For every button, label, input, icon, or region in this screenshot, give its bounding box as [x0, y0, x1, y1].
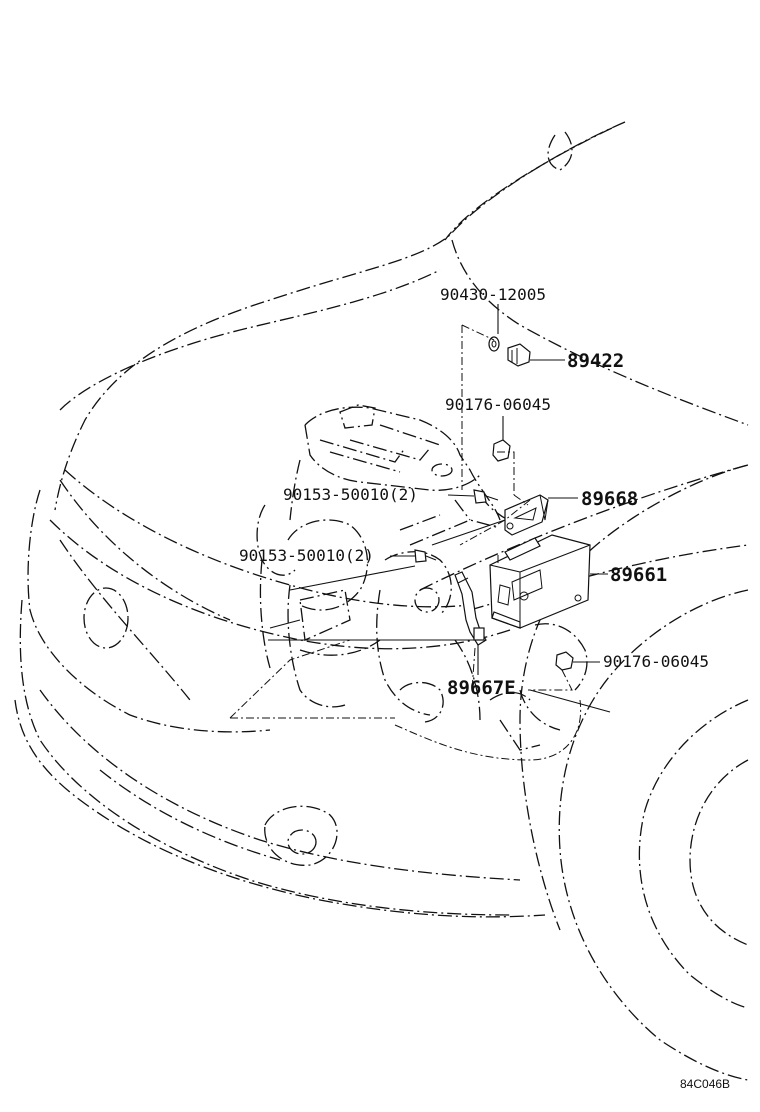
label-89661: 89661 — [610, 564, 667, 586]
label-89422: 89422 — [567, 350, 624, 372]
engine-ecu — [489, 534, 591, 629]
label-90430-12005: 90430-12005 — [440, 285, 546, 304]
ecu-bracket — [504, 494, 549, 536]
wiring-89667E — [454, 571, 487, 646]
sensor-89422 — [488, 336, 531, 367]
car-body-outline — [14, 121, 749, 1081]
engine-block — [256, 404, 588, 751]
label-89667E: 89667E — [447, 677, 516, 699]
nut-lower — [555, 651, 574, 671]
label-90176-06045-lower: 90176-06045 — [603, 652, 709, 671]
label-90176-06045-upper: 90176-06045 — [445, 395, 551, 414]
leader-lines — [268, 304, 611, 713]
part-labels: 90430-12005 89422 90176-06045 90153-5001… — [239, 285, 709, 699]
illustration-code: 84C046B — [680, 1077, 730, 1091]
bolt-upper — [473, 489, 499, 504]
label-90153-50010-lower: 90153-50010(2) — [239, 546, 374, 565]
bolt-lower — [414, 549, 437, 563]
nut-upper — [492, 439, 511, 462]
label-89668: 89668 — [581, 488, 638, 510]
label-90153-50010-upper: 90153-50010(2) — [283, 485, 418, 504]
